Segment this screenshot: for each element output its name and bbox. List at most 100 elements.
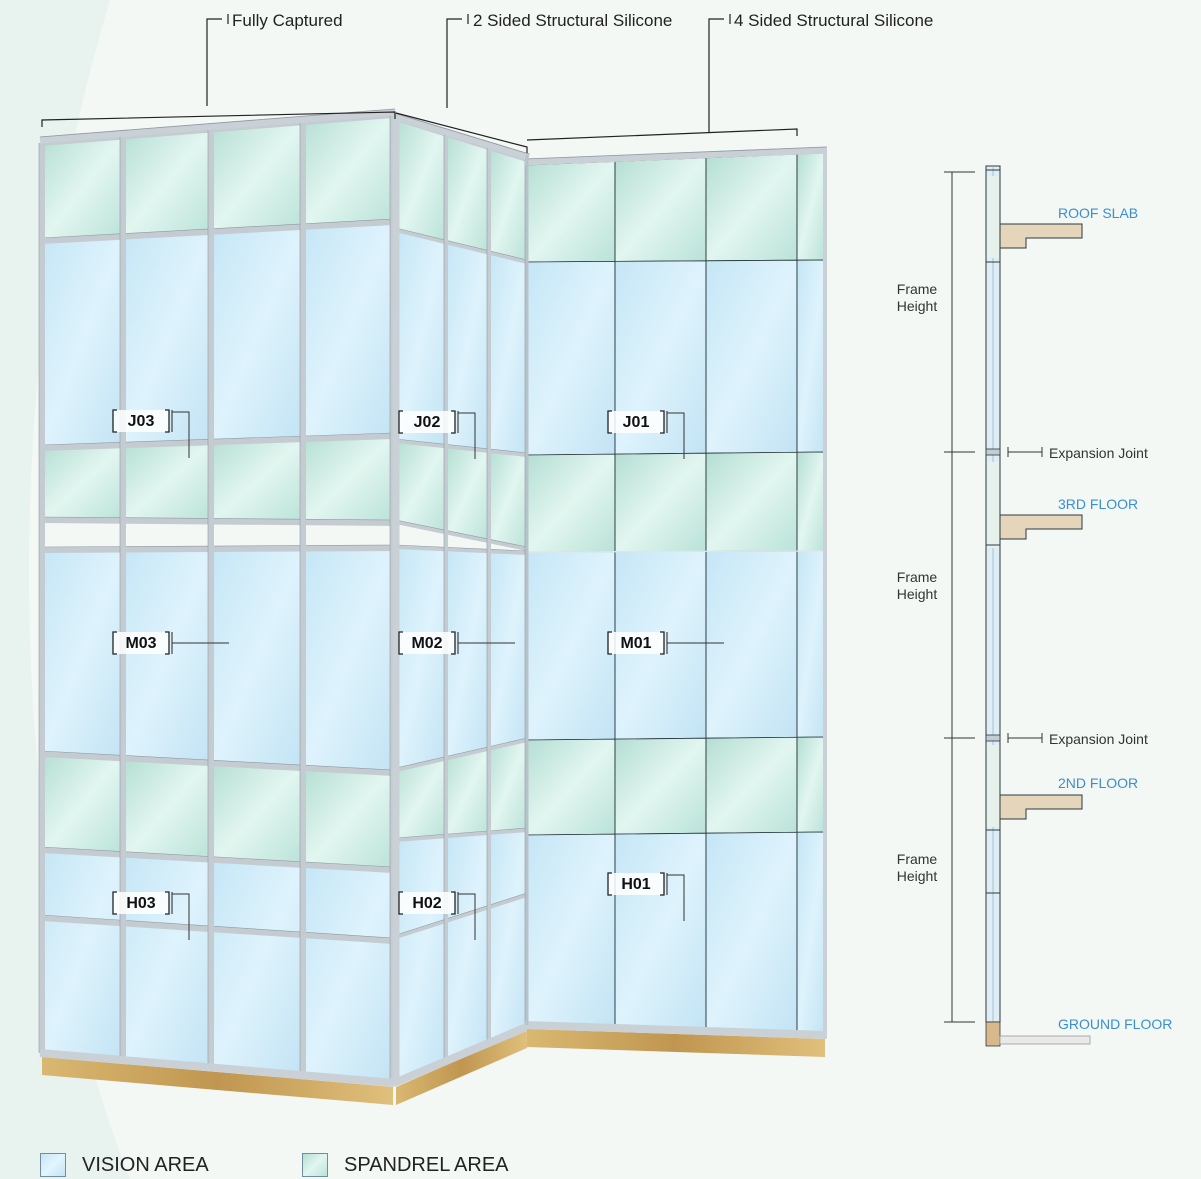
spandrel-panel — [302, 114, 394, 228]
transom — [41, 433, 394, 451]
top-coping-edge — [524, 146, 828, 160]
spandrel-area-label: SPANDREL AREA — [344, 1153, 509, 1176]
vision-panel — [302, 221, 394, 440]
spandrel-panel — [395, 440, 447, 533]
transom-edge — [395, 227, 528, 261]
transom — [41, 219, 394, 244]
expansion-joint-marker — [1007, 447, 1043, 457]
top-annotations — [41, 14, 798, 153]
spandrel-panel — [614, 737, 707, 835]
spandrel-panel — [302, 435, 394, 524]
spandrel-panel — [122, 441, 212, 522]
unit-tag-bracket-left — [112, 891, 117, 915]
vision-panel — [41, 849, 124, 1061]
base-plinth — [396, 1030, 527, 1105]
unit-tag-bracket-right — [660, 410, 665, 434]
spandrel-panel — [488, 450, 528, 550]
transom — [41, 545, 394, 553]
transom-edge — [395, 544, 528, 552]
unit-leader — [172, 893, 190, 940]
spandrel-panel — [395, 758, 447, 841]
transom-edge — [395, 519, 528, 548]
wall-section — [944, 165, 1091, 1047]
unit-tag-bg — [608, 873, 664, 895]
label-2nd-floor: 2ND FLOOR — [1058, 775, 1138, 791]
spandrel-panel — [796, 736, 826, 833]
vision-panel — [614, 832, 707, 1032]
spandrel-panel — [210, 438, 304, 523]
unit-tag-bracket-right — [660, 631, 665, 655]
spandrel-panel — [488, 739, 528, 834]
vision-area-label: VISION AREA — [82, 1153, 209, 1176]
spandrel-panel — [445, 445, 490, 542]
expansion-joint — [985, 734, 1001, 742]
label-ground-floor: GROUND FLOOR — [1058, 1016, 1172, 1032]
bracket-4-sided — [526, 128, 798, 141]
unit-leader — [172, 411, 190, 458]
transom-edge — [41, 516, 394, 521]
spandrel-panel — [302, 767, 394, 871]
spandrel-panel — [210, 121, 304, 233]
unit-tag-bracket-left — [398, 631, 403, 655]
spandrel-panel — [445, 134, 490, 254]
unit-label-h02: H02 — [412, 895, 441, 912]
expansion-joint-marker — [1007, 733, 1043, 743]
background-swoosh — [0, 0, 130, 1179]
bottom-sill — [392, 1022, 531, 1087]
vision-panel — [41, 236, 124, 449]
spandrel-area-swatch — [302, 1153, 328, 1177]
transom — [395, 439, 528, 457]
unit-label-h03: H03 — [126, 895, 155, 912]
expansion-joint-label-2: Expansion Joint — [1049, 731, 1148, 747]
unit-tag-bracket-right — [165, 631, 170, 655]
vision-panel — [210, 859, 304, 1076]
unit-tag-bracket-left — [607, 631, 612, 655]
vision-panel — [705, 831, 798, 1035]
top-coping-edge — [393, 112, 530, 155]
unit-tag-bg — [113, 892, 169, 914]
transom — [41, 915, 394, 944]
transom — [41, 847, 394, 873]
spandrel-panel — [488, 147, 528, 263]
transom-edge — [41, 750, 394, 771]
unit-tag-bracket-left — [112, 409, 117, 433]
vision-panel — [796, 550, 826, 738]
unit-label-j03: J03 — [128, 413, 155, 430]
unit-label-h01: H01 — [621, 876, 650, 893]
unit-tag-bracket-left — [607, 872, 612, 896]
vision-panel — [705, 550, 798, 739]
ground-floor-slab — [999, 1035, 1091, 1045]
vision-panel — [488, 252, 528, 456]
transom — [395, 228, 528, 264]
unit-tag-bracket-right — [451, 410, 456, 434]
wall-two-sided — [392, 112, 531, 1105]
unit-tag-bracket-right — [451, 631, 456, 655]
vision-panel — [395, 835, 447, 1084]
spandrel-panel — [614, 452, 707, 553]
spandrel-panel — [705, 736, 798, 834]
transom-edge — [41, 914, 394, 939]
vision-panel — [526, 261, 616, 456]
vision-panel — [210, 548, 304, 769]
base-plinth — [42, 1057, 393, 1105]
unit-tag-bg — [399, 411, 455, 433]
spandrel-panel — [705, 153, 798, 262]
legend-spandrel: SPANDREL AREA — [302, 1153, 509, 1177]
vision-panel — [122, 548, 212, 764]
frame-height-label-2b: Height — [897, 586, 938, 602]
spandrel-panel — [210, 762, 304, 866]
expansion-joint — [985, 448, 1001, 456]
section-spandrel — [987, 462, 999, 548]
vision-panel — [488, 829, 528, 1044]
unit-label-m01: M01 — [620, 635, 651, 652]
spandrel-panel — [614, 157, 707, 262]
transom — [395, 520, 528, 551]
vision-panel — [796, 259, 826, 453]
spandrel-panel — [395, 118, 447, 243]
unit-label-m03: M03 — [125, 635, 156, 652]
transom-edge — [41, 218, 394, 239]
vision-panel — [526, 833, 616, 1029]
transom-edge — [395, 827, 528, 839]
vision-panel — [526, 551, 616, 741]
transom — [395, 545, 528, 555]
